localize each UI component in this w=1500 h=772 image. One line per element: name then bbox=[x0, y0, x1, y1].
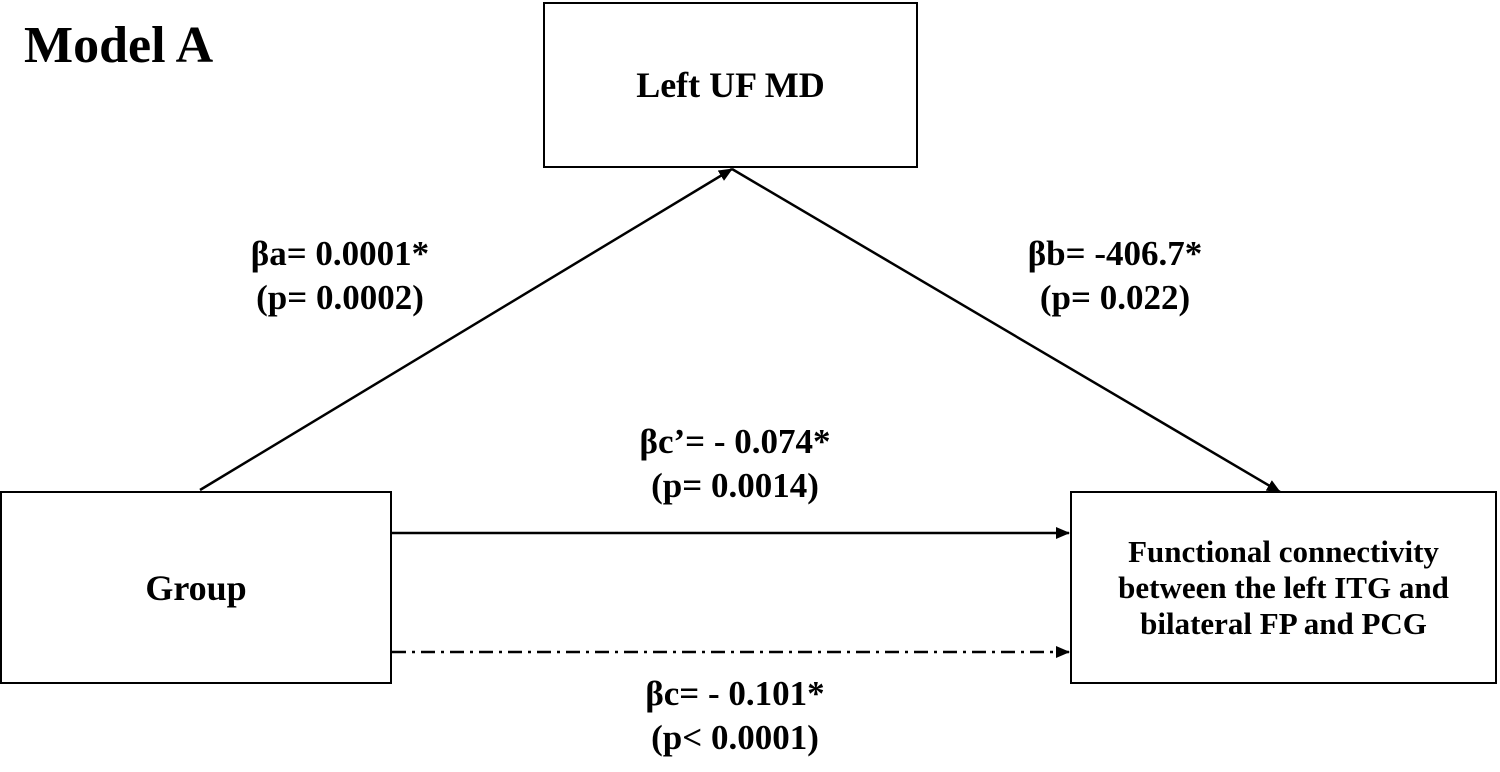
independent-label: Group bbox=[145, 567, 247, 608]
path-c-prime-label: βc’= - 0.074* (p= 0.0014) bbox=[570, 420, 900, 508]
path-c-label: βc= - 0.101* (p< 0.0001) bbox=[570, 672, 900, 760]
path-b-label: βb= -406.7* (p= 0.022) bbox=[980, 232, 1250, 320]
path-a-p: (p= 0.0002) bbox=[256, 278, 424, 317]
path-b-p: (p= 0.022) bbox=[1039, 278, 1191, 317]
path-a-label: βa= 0.0001* (p= 0.0002) bbox=[190, 232, 490, 320]
path-c-coef: βc= - 0.101* bbox=[645, 674, 825, 713]
path-c-prime-coef: βc’= - 0.074* bbox=[639, 422, 831, 461]
mediator-box: Left UF MD bbox=[543, 2, 918, 168]
path-c-p: (p< 0.0001) bbox=[651, 718, 819, 757]
path-a-arrow bbox=[199, 167, 733, 492]
dependent-box: Functional connectivity between the left… bbox=[1070, 491, 1497, 684]
independent-box: Group bbox=[0, 491, 392, 684]
path-a-coef: βa= 0.0001* bbox=[250, 234, 430, 273]
model-title: Model A bbox=[24, 17, 214, 74]
dependent-label: Functional connectivity between the left… bbox=[1118, 533, 1449, 641]
path-c-prime-p: (p= 0.0014) bbox=[651, 466, 819, 505]
mediator-label: Left UF MD bbox=[636, 65, 825, 105]
path-b-coef: βb= -406.7* bbox=[1027, 234, 1203, 273]
path-b-arrow bbox=[731, 167, 1281, 494]
